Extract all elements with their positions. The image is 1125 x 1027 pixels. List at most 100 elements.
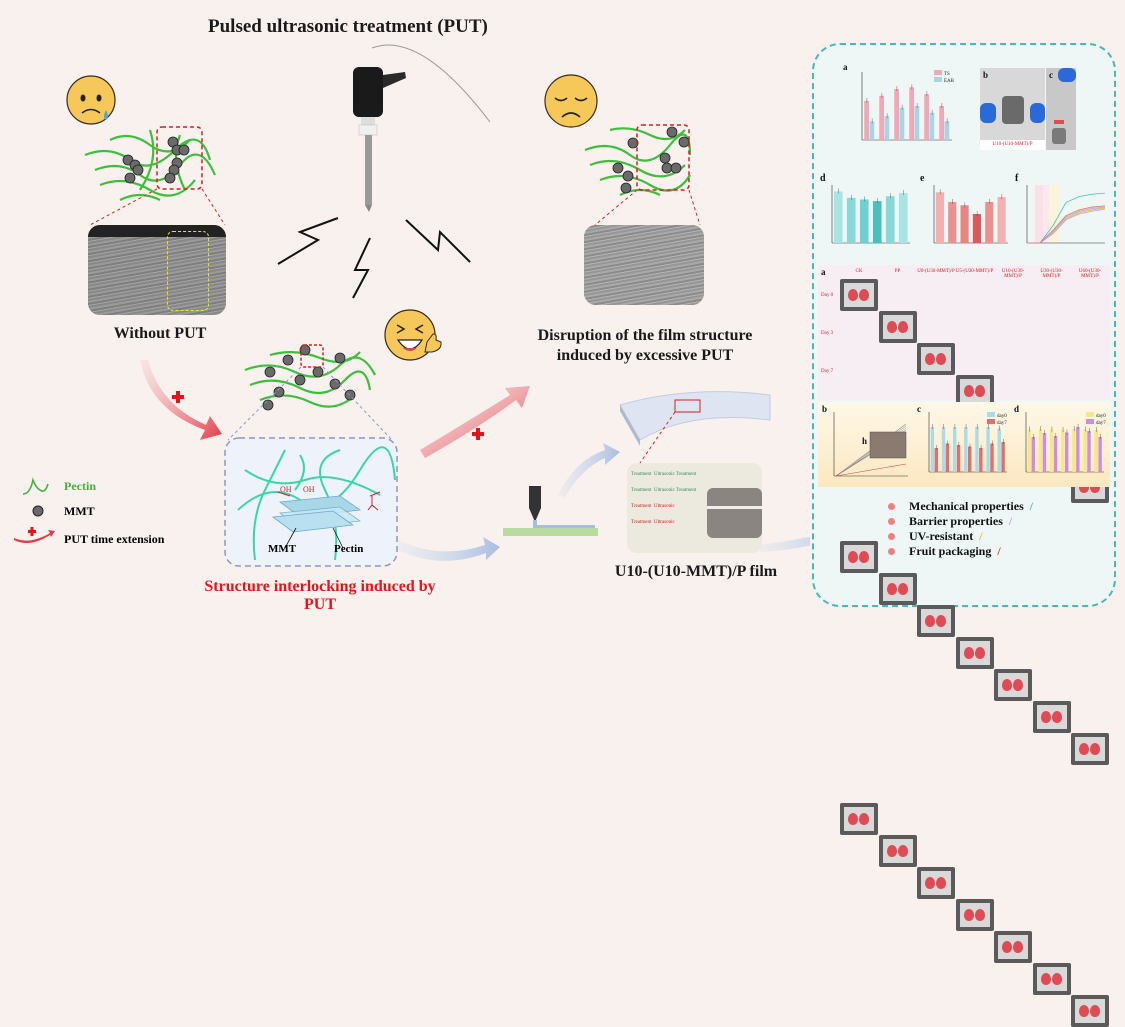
bar [1053,436,1058,472]
bar [997,197,1006,243]
bar [1065,432,1069,472]
chart-e-barrier [933,185,1008,244]
bar [1098,437,1102,472]
fruit-sample-photo [955,899,994,931]
bar [924,94,929,140]
bar [872,201,882,243]
bar [975,427,979,472]
chart-d-letter: d [820,173,826,184]
fruit-sample-photo [878,311,917,343]
bar [1061,430,1065,472]
without-put-caption: Without PUT [113,325,207,342]
property-list: Mechanical properties/ Barrier propertie… [888,499,1033,559]
inset-mmt-label: MMT [268,543,297,555]
interlocking-caption: Structure interlocking induced by PUT [204,578,436,613]
bar [979,448,983,472]
glove-right-icon [1030,103,1045,123]
interlocking-inset [224,437,398,567]
property-item: Fruit packaging/ [888,544,1033,559]
chart-d-barrier [831,185,910,244]
bar [997,428,1001,472]
laughing-thumbs-up-emoji-icon [384,309,442,361]
fruit-sample-photo [840,279,878,311]
fruit-sample-photo [878,835,917,867]
highlight-box [167,231,209,311]
pectin-mmt-network-right [584,124,701,226]
mmt-dot-icon [32,505,44,517]
bar [939,106,944,140]
bullet-icon [888,518,895,525]
bar [930,427,935,472]
bar [1038,429,1043,472]
uvb-band [1043,185,1049,243]
chart-e-letter: e [920,173,925,184]
flow-arrow-to-results [760,536,810,552]
legend-label: TS [944,72,950,77]
bar [884,116,890,140]
fruit-sample-photo [917,867,955,899]
property-label: UV-resistant [909,529,974,543]
uva-band [1049,185,1059,243]
bar [948,201,957,243]
bullet-icon [888,533,895,540]
bar [833,191,843,243]
bar [972,214,981,243]
bar [968,446,972,472]
bullet-icon [888,503,895,510]
put-arrow-icon [14,527,55,544]
fruit-sample-photo [1071,733,1109,765]
property-label: Barrier properties [909,514,1003,528]
bar [914,106,920,140]
main-title: Pulsed ultrasonic treatment (PUT) [208,16,488,37]
bar [1083,429,1087,472]
photo-c: c [1046,68,1076,150]
inset-oh-right: OH [303,485,315,494]
fruit-column-label: CK [855,269,863,274]
film-strip-icon [1054,120,1064,124]
fruit-sample-photo [917,343,955,375]
fruit-sample-photo [1032,701,1071,733]
bar [956,445,961,472]
fruit-row-label: Day 3 [821,331,834,336]
pensive-emoji-icon [544,74,598,128]
fruit-column-label: U0-(U30-MMT)/P [917,269,955,274]
bar [935,192,944,243]
legend-put-label: PUT time extension [64,532,165,546]
bar [859,199,869,243]
disruption-caption-line1: Disruption of the film structure [537,327,753,344]
legend-swatch [934,70,942,75]
fruit-sample-photo [994,931,1032,963]
bar [929,112,935,140]
pectin-mmt-network-center [227,344,393,441]
bar [986,427,990,472]
plus-icon [172,391,484,440]
bar [1076,427,1080,472]
uvc-band [1035,185,1043,243]
bullet-icon [888,548,895,555]
film-sheet-icon [619,391,771,464]
fruit-sample-photo [955,375,994,407]
property-label: Mechanical properties [909,499,1024,513]
fruit-row-label: Day 0 [821,293,834,298]
photo-b: b U10-(U10-MMT)/P [980,68,1045,150]
photo-b-letter: b [983,70,989,80]
series-line [1027,205,1106,244]
legend-mmt-label: MMT [64,504,95,518]
inset-photo [869,431,907,459]
legend-swatch [987,412,995,417]
bar [1087,431,1091,472]
hanging-weight-icon [1052,128,1066,144]
chart-f-uv [1026,185,1106,244]
bar [990,443,994,472]
chart-c2-letter: c [917,404,921,414]
pectin-mmt-network-left [84,126,226,226]
checkmark-icon: / [1008,514,1013,528]
film-text-pattern: Treatment Ultrasonic Treatment Treatment… [631,472,697,525]
legend-swatch [934,77,942,82]
sem-image-excessive-put [584,225,704,305]
legend-swatch [987,419,995,424]
legend-pectin-label: Pectin [64,479,96,493]
bar [869,121,875,140]
flow-arrow-to-casting [398,537,500,561]
